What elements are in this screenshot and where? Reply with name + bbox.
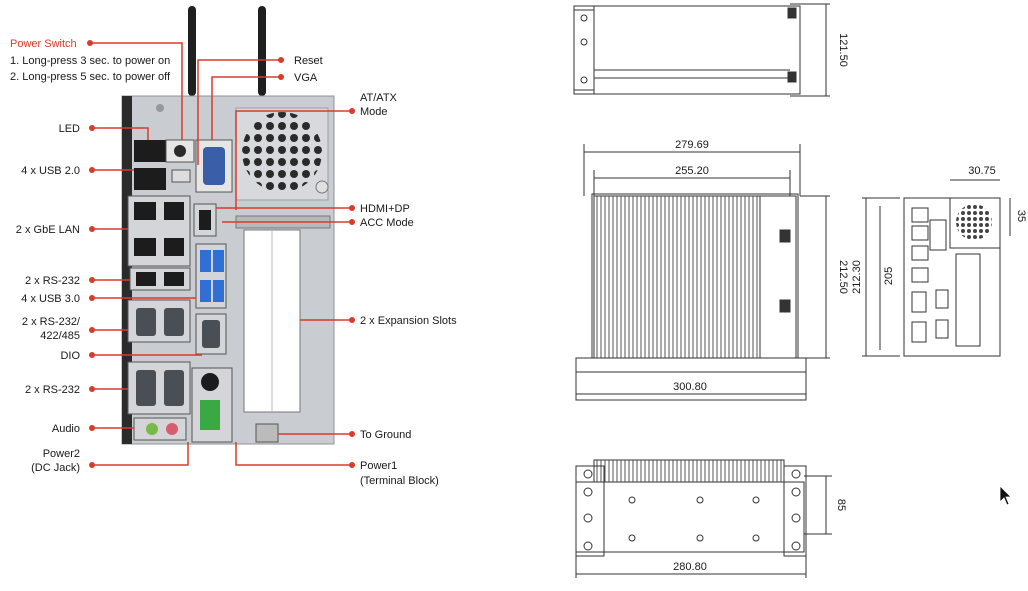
db9-port-icon	[164, 370, 184, 406]
label-rs232-a: 2 x RS-232	[25, 275, 80, 287]
terminal-block-icon	[200, 400, 220, 430]
label-power-note-2: 2. Long-press 5 sec. to power off	[10, 71, 171, 83]
db9-port-icon	[202, 320, 220, 348]
chassis-side	[122, 96, 132, 444]
db9-port-icon	[164, 308, 184, 336]
callout-labels: Power Switch 1. Long-press 3 sec. to pow…	[10, 38, 457, 487]
audio-block	[133, 417, 187, 441]
front-panel-photo	[121, 6, 335, 445]
callout-lines	[90, 42, 352, 466]
label-power1-terminal: (Terminal Block)	[360, 475, 439, 487]
label-usb2: 4 x USB 2.0	[21, 165, 80, 177]
lan-port-icon	[134, 202, 156, 220]
dim-top-height: 121.50	[837, 33, 849, 67]
usb3-port-icon	[200, 280, 211, 302]
ground-screw-icon	[255, 423, 279, 443]
dimension-labels: 121.50 279.69 255.20 212.50 300.80 30.75…	[673, 33, 1027, 573]
label-power2-dc: (DC Jack)	[31, 462, 80, 474]
label-at-atx-mode: Mode	[360, 106, 388, 118]
dim-inner-width: 255.20	[675, 165, 709, 177]
label-dio: DIO	[60, 350, 80, 362]
rs232-port-icon	[164, 272, 184, 286]
dim-bottom-width: 280.80	[673, 561, 707, 573]
screw-icon	[315, 180, 329, 194]
usb-port-icon	[164, 202, 184, 220]
dim-front-small: 35	[1015, 210, 1027, 222]
label-hdmi-dp: HDMI+DP	[360, 203, 410, 215]
label-reset: Reset	[294, 55, 323, 67]
rs232-port-icon	[136, 272, 156, 286]
usb2-block	[134, 168, 166, 190]
bottom-view	[575, 459, 832, 578]
dim-front-height-inner: 205	[883, 267, 895, 285]
label-power-switch: Power Switch	[10, 38, 77, 50]
top-view	[573, 3, 830, 97]
antenna-icon	[258, 6, 266, 96]
label-vga: VGA	[294, 72, 318, 84]
label-rs422-1: 2 x RS-232/	[22, 316, 81, 328]
label-rs232-b: 2 x RS-232	[25, 384, 80, 396]
power-button-icon	[174, 145, 186, 157]
antenna-icon	[188, 6, 196, 96]
dim-bottom-depth: 85	[835, 499, 847, 511]
db9-port-icon	[136, 308, 156, 336]
callout-dots	[87, 40, 355, 468]
reset-button-icon	[171, 169, 191, 183]
usb3-port-icon	[200, 250, 211, 272]
vga-port-icon	[203, 147, 225, 185]
side-view	[575, 144, 830, 401]
led-block	[134, 140, 166, 162]
hdmi-port-icon	[199, 210, 211, 230]
mouse-pointer-icon	[999, 485, 1012, 506]
label-led: LED	[59, 123, 80, 135]
label-gbe-lan: 2 x GbE LAN	[16, 224, 80, 236]
usb3-port-icon	[213, 280, 224, 302]
dim-front-height-outer: 212.30	[851, 260, 863, 294]
label-power1: Power1	[360, 460, 397, 472]
usb-port-icon	[164, 238, 184, 256]
label-expansion: 2 x Expansion Slots	[360, 315, 457, 327]
technical-drawings	[573, 3, 1011, 578]
label-power2: Power2	[43, 448, 80, 460]
usb3-port-icon	[213, 250, 224, 272]
screw-icon	[156, 104, 164, 112]
dc-jack-icon	[201, 373, 219, 391]
lan-port-icon	[134, 238, 156, 256]
label-to-ground: To Ground	[360, 429, 411, 441]
fan-grille-icon	[242, 112, 322, 192]
dim-side-height: 212.50	[837, 260, 849, 294]
end-view	[862, 179, 1011, 357]
label-audio: Audio	[52, 423, 80, 435]
label-power-note-1: 1. Long-press 3 sec. to power on	[10, 55, 170, 67]
audio-jack-icon	[166, 423, 178, 435]
audio-jack-icon	[146, 423, 158, 435]
label-acc-mode: ACC Mode	[360, 217, 414, 229]
label-rs422-2: 422/485	[40, 330, 80, 342]
db9-port-icon	[136, 370, 156, 406]
label-at-atx: AT/ATX	[360, 92, 398, 104]
dim-front-width: 30.75	[968, 165, 996, 177]
dim-overall-width: 279.69	[675, 139, 709, 151]
label-usb3: 4 x USB 3.0	[21, 293, 80, 305]
dim-base-width: 300.80	[673, 381, 707, 393]
